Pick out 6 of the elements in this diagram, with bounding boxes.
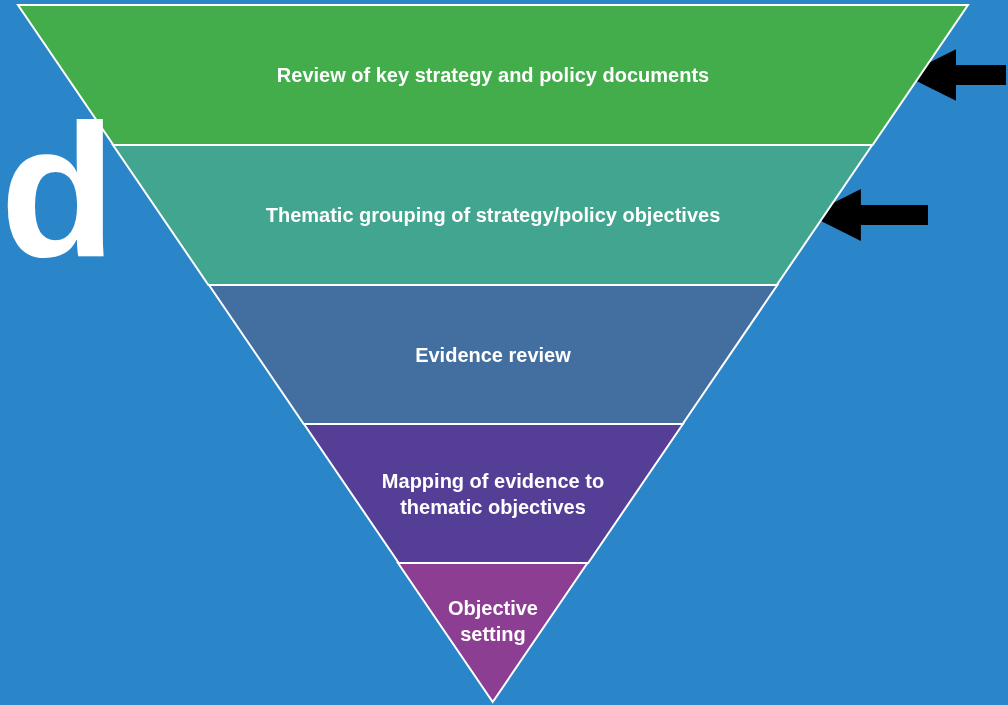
- band-label: Review of key strategy and policy documents: [275, 63, 711, 88]
- cropped-heading-text: d: [0, 95, 117, 285]
- band-label: Evidence review: [414, 342, 572, 368]
- band-label: Objective setting: [446, 596, 539, 648]
- band-label: Thematic grouping of strategy/policy objectives: [264, 203, 722, 228]
- band-label: Mapping of evidence to thematic objectives: [380, 468, 606, 520]
